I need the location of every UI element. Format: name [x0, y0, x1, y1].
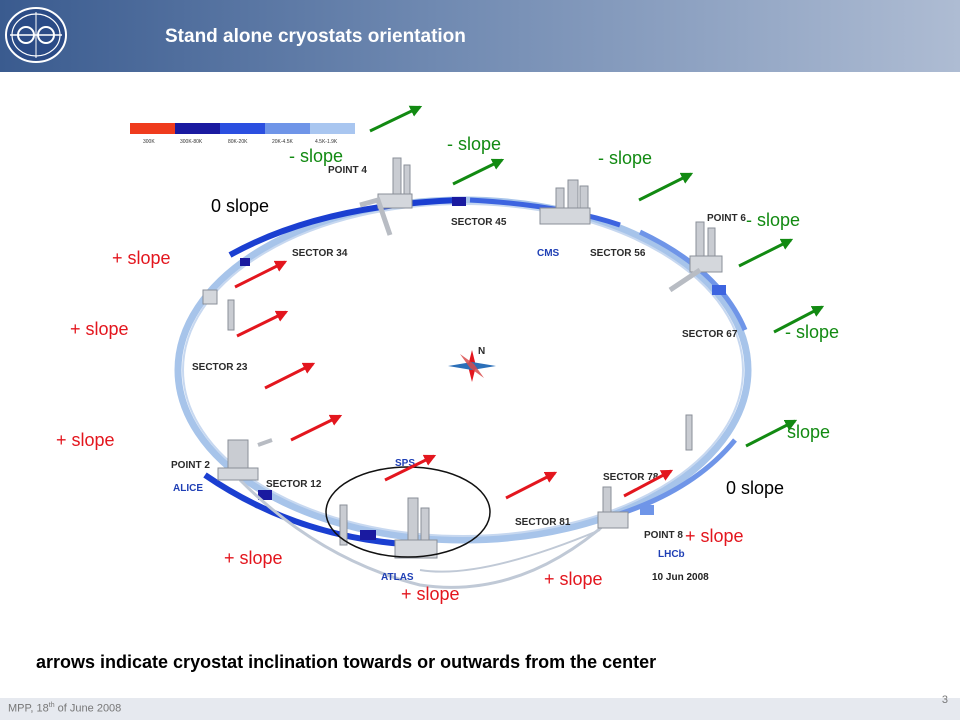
minus-slope-label-4: - slope [746, 210, 801, 230]
legend-swatch-20k-4.5k [265, 123, 310, 134]
minus-arrow-1 [369, 105, 423, 133]
legend-label-80k-20k: 80K-20K [228, 139, 248, 145]
zero-slope-label-2: 0 slope [726, 478, 785, 498]
legend-label-300k-80k: 300K-80K [180, 139, 203, 145]
legend-swatch-300k-80k [175, 123, 220, 134]
plus-arrow-6 [505, 471, 558, 500]
page-number: 3 [941, 694, 948, 706]
slide-title: Stand alone cryostats orientation [165, 26, 466, 47]
plus-slope-label-5: + slope [401, 584, 460, 604]
point-6-label: POINT 6 [707, 213, 746, 224]
sector-67-label: SECTOR 67 [682, 329, 738, 340]
atlas-structure [339, 497, 438, 559]
point-4-structure [359, 157, 413, 236]
footer-date: MPP, 18th of June 2008 [8, 702, 121, 715]
lhcb-label: LHCb [658, 549, 685, 560]
point-8-label: POINT 8 [644, 530, 683, 541]
legend-label-20k-4.5k: 20K-4.5K [272, 139, 294, 145]
plus-slope-label-3: + slope [56, 430, 115, 450]
temperature-legend: 300K 300K-80K 80K-20K 20K-4.5K 4.5K-1.9K [130, 123, 355, 145]
point-4-label: POINT 4 [328, 165, 367, 176]
minus-arrow-4 [738, 238, 794, 268]
legend-swatch-80k-20k [220, 123, 265, 134]
minus-slope-label-3: - slope [598, 148, 653, 168]
sector-45-label: SECTOR 45 [451, 217, 507, 228]
plus-arrow-3 [264, 362, 316, 390]
slide-footer: MPP, 18th of June 2008 3 [0, 694, 960, 720]
sector-12-label: SECTOR 12 [266, 479, 322, 490]
footer-date-sup: th [48, 702, 55, 709]
compass-icon: N [448, 346, 496, 382]
lhcb-structure [597, 486, 629, 529]
minus-arrow-2 [452, 158, 505, 186]
zero-slope-label-1: 0 slope [211, 196, 270, 216]
plus-slope-label-4: + slope [224, 548, 283, 568]
cms-label: CMS [537, 248, 560, 259]
lhc-ring [174, 196, 752, 589]
sector-81-label: SECTOR 81 [515, 517, 571, 528]
legend-swatch-4.5k-1.9k [310, 123, 355, 134]
minus-arrow-5 [773, 305, 825, 334]
legend-label-4.5k-1.9k: 4.5K-1.9K [315, 139, 338, 145]
minus-slope-label-1: - slope [289, 146, 344, 166]
footer-date-prefix: MPP, 18 [8, 702, 49, 715]
plus-arrow-1 [234, 260, 288, 289]
atlas-highlight-circle [325, 466, 491, 558]
alice-label: ALICE [173, 483, 203, 494]
sector-78-structure [685, 414, 693, 451]
minus-slope-label-5: - slope [785, 322, 840, 342]
sps-label: SPS [395, 458, 415, 469]
plus-slope-label-2: + slope [70, 319, 129, 339]
sector-56-label: SECTOR 56 [590, 248, 646, 259]
sector-23-structure [202, 289, 235, 331]
plus-arrow-4 [290, 414, 343, 442]
compass-north-label: N [478, 346, 485, 357]
map-date-label: 10 Jun 2008 [652, 572, 709, 583]
sector-23-label: SECTOR 23 [192, 362, 248, 373]
minus-slope-label-2: - slope [447, 134, 502, 154]
minus-arrow-3 [638, 172, 694, 202]
plus-slope-label-7: + slope [685, 526, 744, 546]
point-2-label: POINT 2 [171, 460, 210, 471]
sector-78-label: SECTOR 78 [603, 472, 659, 483]
sector-34-label: SECTOR 34 [292, 248, 348, 259]
minus-arrow-6 [745, 419, 798, 448]
point-6-structure [668, 221, 723, 293]
diagram-caption: arrows indicate cryostat inclination tow… [36, 652, 657, 672]
point-2-structure [217, 438, 273, 481]
legend-label-300k: 300K [143, 139, 155, 145]
plus-arrow-5 [384, 454, 437, 482]
cern-logo-icon [5, 7, 67, 63]
atlas-label: ATLAS [381, 572, 414, 583]
footer-date-suffix: of June 2008 [54, 702, 122, 715]
minus-slope-label-6: slope [787, 422, 831, 442]
slide-header: Stand alone cryostats orientation [0, 0, 960, 72]
plus-slope-label-6: + slope [544, 569, 603, 589]
plus-arrow-2 [236, 310, 289, 338]
legend-swatch-300k [130, 123, 175, 134]
plus-arrow-7 [623, 469, 674, 498]
cms-structure [539, 179, 591, 225]
plus-slope-label-1: + slope [112, 248, 171, 268]
